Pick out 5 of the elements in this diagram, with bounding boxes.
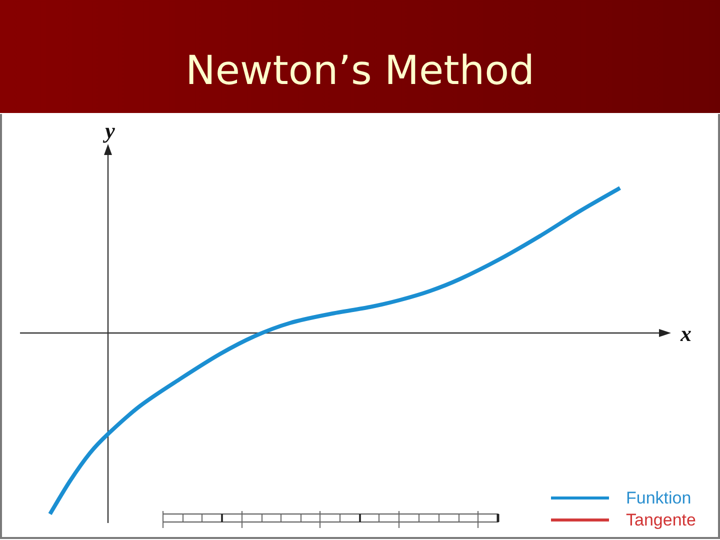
axis-label: y: [105, 120, 115, 142]
legend-label: Funktion: [626, 490, 692, 506]
axis-label: x: [680, 323, 692, 345]
slide-title: Newton’s Method: [184, 51, 536, 91]
legend-label: Tangente: [626, 512, 696, 528]
